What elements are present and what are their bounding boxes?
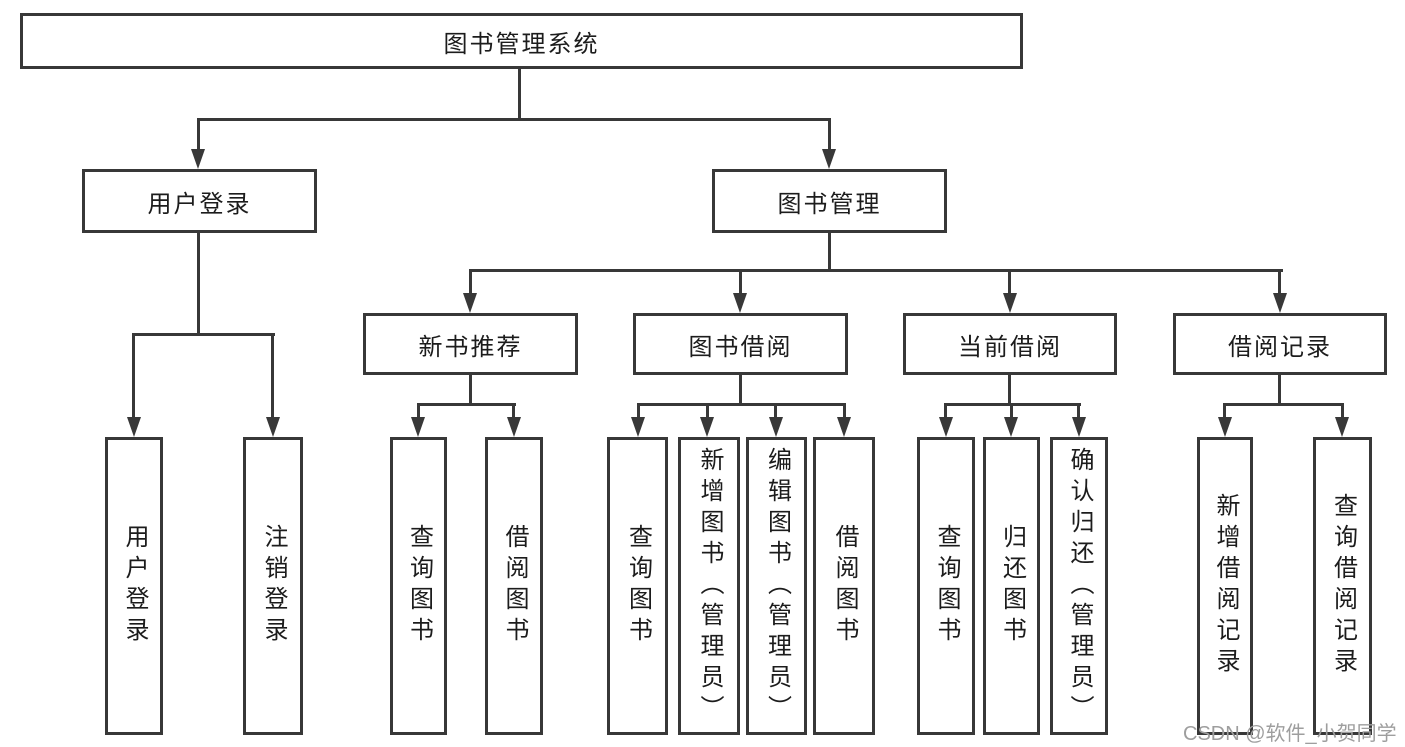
node-user-login: 用户登录: [82, 169, 317, 233]
leaf-borrow-books: 借阅图书: [813, 437, 875, 735]
arrow-down-icon: [463, 293, 477, 313]
leaf-borrow-books-recommend: 借阅图书: [485, 437, 543, 735]
arrow-down-icon: [822, 149, 836, 169]
connector-current-borrow-stub: [1008, 375, 1011, 405]
node-borrow-records-label: 借阅记录: [1228, 333, 1332, 361]
arrow-down-icon: [1335, 417, 1349, 437]
leaf-borrow-books-label: 借阅图书: [831, 524, 858, 648]
leaf-add-books-admin: 新增图书（管理员）: [678, 437, 740, 735]
leaf-query-borrow-record: 查询借阅记录: [1313, 437, 1372, 735]
connector-new-book-bar: [417, 403, 516, 406]
node-book-borrow-label: 图书借阅: [688, 333, 793, 361]
leaf-edit-books-admin-label: 编辑图书（管理员）: [763, 446, 791, 726]
connector-leaf: [417, 403, 420, 419]
arrow-down-icon: [631, 417, 645, 437]
connector-book-management-bar: [469, 269, 1283, 272]
arrow-down-icon: [191, 149, 205, 169]
leaf-edit-books-admin: 编辑图书（管理员）: [746, 437, 807, 735]
connector-to-new-book-recommend: [469, 269, 472, 295]
leaf-query-books-current-label: 查询图书: [933, 524, 960, 648]
connector-book-borrow-bar: [637, 403, 846, 406]
leaf-user-login: 用户登录: [105, 437, 163, 735]
connector-to-leaf-user-login: [132, 333, 135, 419]
connector-to-borrow-records: [1278, 269, 1281, 295]
arrow-down-icon: [1273, 293, 1287, 313]
leaf-borrow-books-recommend-label: 借阅图书: [501, 524, 528, 648]
connector-to-book-borrow: [739, 269, 742, 295]
arrow-down-icon: [1072, 417, 1086, 437]
connector-borrow-records-stub: [1278, 375, 1281, 405]
leaf-add-borrow-record: 新增借阅记录: [1197, 437, 1253, 735]
node-current-borrow-label: 当前借阅: [958, 333, 1062, 361]
connector-user-login-stub: [197, 233, 200, 335]
connector-leaf: [512, 403, 515, 419]
leaf-query-books-current: 查询图书: [917, 437, 975, 735]
leaf-query-books-borrow: 查询图书: [607, 437, 668, 735]
node-user-login-label: 用户登录: [147, 190, 252, 218]
arrow-down-icon: [939, 417, 953, 437]
node-book-management: 图书管理: [712, 169, 947, 233]
connector-root-bar: [198, 118, 831, 121]
leaf-add-books-admin-label: 新增图书（管理员）: [696, 446, 723, 726]
leaf-query-books-recommend: 查询图书: [390, 437, 447, 735]
node-borrow-records: 借阅记录: [1173, 313, 1387, 375]
connector-leaf: [843, 403, 846, 419]
connector-leaf: [1341, 403, 1344, 419]
arrow-down-icon: [411, 417, 425, 437]
connector-leaf: [1223, 403, 1226, 419]
node-new-book-recommend-label: 新书推荐: [418, 333, 523, 361]
leaf-confirm-return-admin-label: 确认归还（管理员）: [1066, 446, 1093, 726]
connector-user-login-bar: [132, 333, 275, 336]
leaf-query-books-borrow-label: 查询图书: [624, 524, 652, 648]
connector-book-borrow-stub: [739, 375, 742, 405]
leaf-add-borrow-record-label: 新增借阅记录: [1212, 493, 1239, 679]
arrow-down-icon: [127, 417, 141, 437]
arrow-down-icon: [769, 417, 783, 437]
node-book-borrow: 图书借阅: [633, 313, 848, 375]
leaf-confirm-return-admin: 确认归还（管理员）: [1050, 437, 1108, 735]
leaf-logout: 注销登录: [243, 437, 303, 735]
connector-leaf: [944, 403, 947, 419]
connector-book-management-stub: [828, 233, 831, 272]
connector-to-user-login: [197, 118, 200, 152]
connector-leaf: [706, 403, 709, 419]
connector-leaf: [774, 403, 777, 419]
arrow-down-icon: [507, 417, 521, 437]
arrow-down-icon: [266, 417, 280, 437]
node-book-management-label: 图书管理: [777, 190, 882, 218]
connector-to-leaf-logout: [271, 333, 274, 419]
node-library-system-label: 图书管理系统: [443, 30, 600, 58]
connector-leaf: [637, 403, 640, 419]
arrow-down-icon: [700, 417, 714, 437]
leaf-return-books-label: 归还图书: [998, 524, 1026, 648]
arrow-down-icon: [837, 417, 851, 437]
connector-root-stub: [518, 69, 521, 120]
node-library-system: 图书管理系统: [20, 13, 1023, 69]
connector-borrow-records-bar: [1223, 403, 1344, 406]
connector-leaf: [1010, 403, 1013, 419]
leaf-return-books: 归还图书: [983, 437, 1040, 735]
node-new-book-recommend: 新书推荐: [363, 313, 578, 375]
leaf-logout-label: 注销登录: [260, 524, 287, 648]
node-current-borrow: 当前借阅: [903, 313, 1117, 375]
connector-leaf: [1077, 403, 1080, 419]
arrow-down-icon: [733, 293, 747, 313]
connector-new-book-stub: [469, 375, 472, 405]
csdn-watermark: CSDN @软件_小贺同学: [1183, 723, 1397, 745]
leaf-user-login-label: 用户登录: [121, 524, 148, 648]
leaf-query-borrow-record-label: 查询借阅记录: [1329, 493, 1357, 679]
connector-to-current-borrow: [1008, 269, 1011, 295]
connector-to-book-management: [828, 118, 831, 152]
arrow-down-icon: [1004, 417, 1018, 437]
leaf-query-books-recommend-label: 查询图书: [405, 524, 433, 648]
arrow-down-icon: [1218, 417, 1232, 437]
arrow-down-icon: [1003, 293, 1017, 313]
